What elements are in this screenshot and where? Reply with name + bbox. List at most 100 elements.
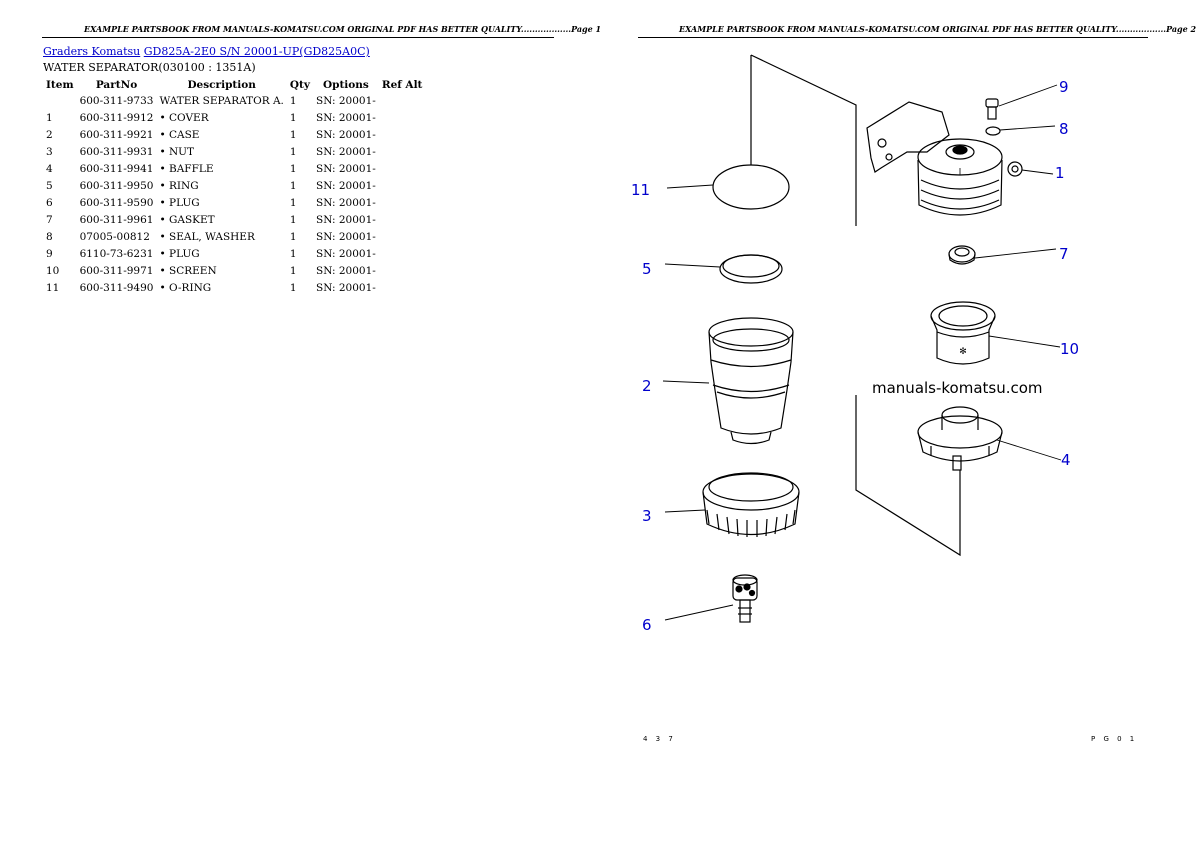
col-header-partno: PartNo xyxy=(95,78,138,91)
page-header: EXAMPLE PARTSBOOK FROM MANUALS-KOMATSU.C… xyxy=(679,24,1196,34)
table-row: 1 600-311-9912 • COVER 1 SN: 20001- xyxy=(43,109,425,126)
cell-description: • O-RING xyxy=(159,281,212,294)
cell-ref-alt xyxy=(379,109,426,126)
col-header-description: Description xyxy=(187,78,256,91)
cell-qty: 1 xyxy=(289,179,297,192)
cell-description: • PLUG xyxy=(159,247,200,260)
watermark-text: manuals-komatsu.com xyxy=(872,379,1043,397)
gasket-part xyxy=(948,245,976,265)
table-row: 5 600-311-9950 • RING 1 SN: 20001- xyxy=(43,177,425,194)
parts-table: Item PartNo Description Qty Options Ref … xyxy=(43,77,425,296)
cell-description: • NUT xyxy=(159,145,195,158)
cell-description: • COVER xyxy=(159,111,209,124)
col-header-qty: Qty xyxy=(289,78,310,91)
cell-item: 3 xyxy=(46,145,53,158)
bolt-part xyxy=(985,98,999,120)
cell-ref-alt xyxy=(379,194,426,211)
cell-description: • RING xyxy=(159,179,199,192)
o-ring-part xyxy=(712,164,790,210)
cell-item: 1 xyxy=(46,111,53,124)
nut-part xyxy=(702,472,800,537)
callout-3: 3 xyxy=(642,507,652,525)
callout-9: 9 xyxy=(1059,78,1069,96)
cell-partno: 600-311-9950 xyxy=(79,179,154,192)
cell-item xyxy=(43,92,77,109)
cell-description: • PLUG xyxy=(159,196,200,209)
cell-description: • GASKET xyxy=(159,213,215,226)
callout-7: 7 xyxy=(1059,245,1069,263)
cell-partno: 6110-73-6231 xyxy=(79,247,154,260)
assembly-bracket-line xyxy=(750,54,857,226)
cell-qty: 1 xyxy=(289,128,297,141)
footer-page-code: 4 3 7 xyxy=(643,735,676,743)
cell-options: SN: 20001- xyxy=(316,162,376,175)
cell-ref-alt xyxy=(379,211,426,228)
col-header-options: Options xyxy=(322,78,369,91)
exploded-parts-diagram: ✻ xyxy=(631,54,1079,634)
cell-options: SN: 20001- xyxy=(316,94,376,107)
cell-qty: 1 xyxy=(289,162,297,175)
cell-description: • SCREEN xyxy=(159,264,217,277)
cell-partno: 07005-00812 xyxy=(79,230,150,243)
cell-description: WATER SEPARATOR A. xyxy=(159,94,284,107)
screen-part: ✻ xyxy=(930,301,996,365)
callout-1: 1 xyxy=(1055,164,1065,182)
baffle-part xyxy=(917,406,1003,471)
header-rule xyxy=(42,37,554,38)
cell-item: 5 xyxy=(46,179,53,192)
footer-figure-code: P G 0 1 xyxy=(1091,735,1138,743)
cell-ref-alt xyxy=(379,177,426,194)
callout-10: 10 xyxy=(1060,340,1079,358)
page-2: EXAMPLE PARTSBOOK FROM MANUALS-KOMATSU.C… xyxy=(595,0,1196,842)
cell-ref-alt xyxy=(379,143,426,160)
cell-partno: 600-311-9971 xyxy=(79,264,154,277)
cell-qty: 1 xyxy=(289,111,297,124)
cell-ref-alt xyxy=(379,245,426,262)
cell-options: SN: 20001- xyxy=(316,179,376,192)
cell-partno: 600-311-9590 xyxy=(79,196,154,209)
cell-options: SN: 20001- xyxy=(316,128,376,141)
case-part xyxy=(708,317,794,445)
cell-description: • CASE xyxy=(159,128,200,141)
cell-item: 4 xyxy=(46,162,53,175)
callout-4: 4 xyxy=(1061,451,1071,469)
cell-options: SN: 20001- xyxy=(316,196,376,209)
page-1: EXAMPLE PARTSBOOK FROM MANUALS-KOMATSU.C… xyxy=(0,0,601,842)
table-row: 3 600-311-9931 • NUT 1 SN: 20001- xyxy=(43,143,425,160)
col-header-ref-alt: Ref Alt xyxy=(381,78,423,91)
cell-ref-alt xyxy=(379,92,426,109)
header-rule xyxy=(638,37,1148,38)
cell-ref-alt xyxy=(379,262,426,279)
breadcrumb-link-graders[interactable]: Graders Komatsu xyxy=(43,45,141,58)
cell-partno: 600-311-9733 xyxy=(79,94,154,107)
plug-part xyxy=(732,574,758,623)
cell-item: 9 xyxy=(46,247,53,260)
cell-qty: 1 xyxy=(289,213,297,226)
cell-qty: 1 xyxy=(289,281,297,294)
cell-partno: 600-311-9931 xyxy=(79,145,154,158)
cell-options: SN: 20001- xyxy=(316,145,376,158)
cell-options: SN: 20001- xyxy=(316,111,376,124)
cell-partno: 600-311-9490 xyxy=(79,281,154,294)
cell-qty: 1 xyxy=(289,145,297,158)
col-header-item: Item xyxy=(46,78,74,91)
cell-partno: 600-311-9941 xyxy=(79,162,154,175)
breadcrumb-link-model[interactable]: GD825A-2E0 S/N 20001-UP(GD825A0C) xyxy=(143,45,370,58)
cell-qty: 1 xyxy=(289,247,297,260)
table-header-row: Item PartNo Description Qty Options Ref … xyxy=(43,77,425,92)
cell-ref-alt xyxy=(379,160,426,177)
cell-options: SN: 20001- xyxy=(316,213,376,226)
callout-6: 6 xyxy=(642,616,652,634)
cell-qty: 1 xyxy=(289,264,297,277)
cell-options: SN: 20001- xyxy=(316,264,376,277)
cell-options: SN: 20001- xyxy=(316,247,376,260)
cell-partno: 600-311-9912 xyxy=(79,111,154,124)
cell-options: SN: 20001- xyxy=(316,281,376,294)
cell-qty: 1 xyxy=(289,94,297,107)
